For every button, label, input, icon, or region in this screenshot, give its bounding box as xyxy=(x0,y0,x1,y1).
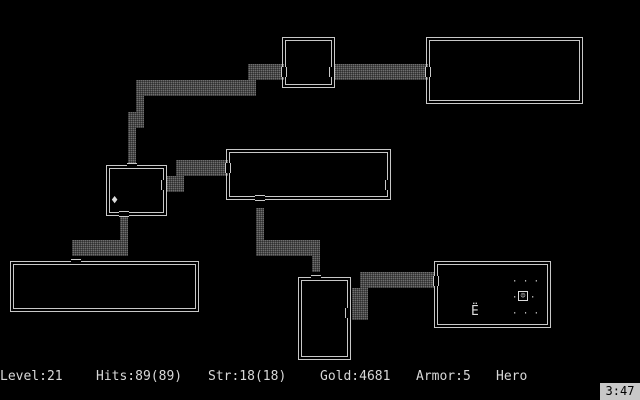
corridor xyxy=(352,288,368,320)
room xyxy=(426,37,583,104)
door xyxy=(119,211,129,217)
corridor xyxy=(72,240,128,256)
status-hits: Hits:89(89) xyxy=(96,369,183,384)
corridor xyxy=(248,64,284,80)
floor-dots-top: · · · xyxy=(512,277,540,287)
clock: 3:47 xyxy=(600,383,640,400)
room xyxy=(282,37,335,88)
room xyxy=(298,277,351,360)
corridor xyxy=(256,240,320,256)
corridor xyxy=(312,256,320,272)
room xyxy=(226,149,391,200)
door xyxy=(385,180,391,190)
door xyxy=(127,163,137,169)
room xyxy=(106,165,167,216)
corridor xyxy=(256,208,264,240)
door xyxy=(425,67,431,77)
corridor xyxy=(334,64,428,80)
player-icon: ☺ xyxy=(518,291,528,301)
corridor xyxy=(166,176,184,192)
floor-dot-left: · xyxy=(512,293,518,303)
item-diamond-icon: ♦ xyxy=(111,193,119,207)
door xyxy=(255,195,265,201)
corridor xyxy=(120,214,128,240)
status-strength: Str:18(18) xyxy=(208,369,287,384)
status-armor: Armor:5 xyxy=(416,369,471,384)
door xyxy=(329,67,335,77)
status-bar: Level:21 Hits:89(89) Str:18(18) Gold:468… xyxy=(0,369,600,385)
status-gold: Gold:4681 xyxy=(320,369,391,384)
corridor xyxy=(360,272,434,288)
door xyxy=(311,275,321,281)
corridor xyxy=(176,160,228,176)
corridor xyxy=(136,80,256,96)
room xyxy=(10,261,199,312)
floor-dots-bottom: · · · xyxy=(512,309,540,319)
door xyxy=(281,67,287,77)
status-player-name: Hero xyxy=(496,369,528,384)
corridor xyxy=(128,112,136,164)
status-level: Level:21 xyxy=(0,369,63,384)
door xyxy=(433,276,439,286)
floor-dot-right: · xyxy=(530,293,536,303)
door xyxy=(345,308,351,318)
door xyxy=(161,180,167,190)
door xyxy=(225,163,231,173)
room xyxy=(434,261,551,328)
monster-icon: Ë xyxy=(471,304,479,319)
corridor xyxy=(136,80,144,128)
door xyxy=(71,259,81,265)
